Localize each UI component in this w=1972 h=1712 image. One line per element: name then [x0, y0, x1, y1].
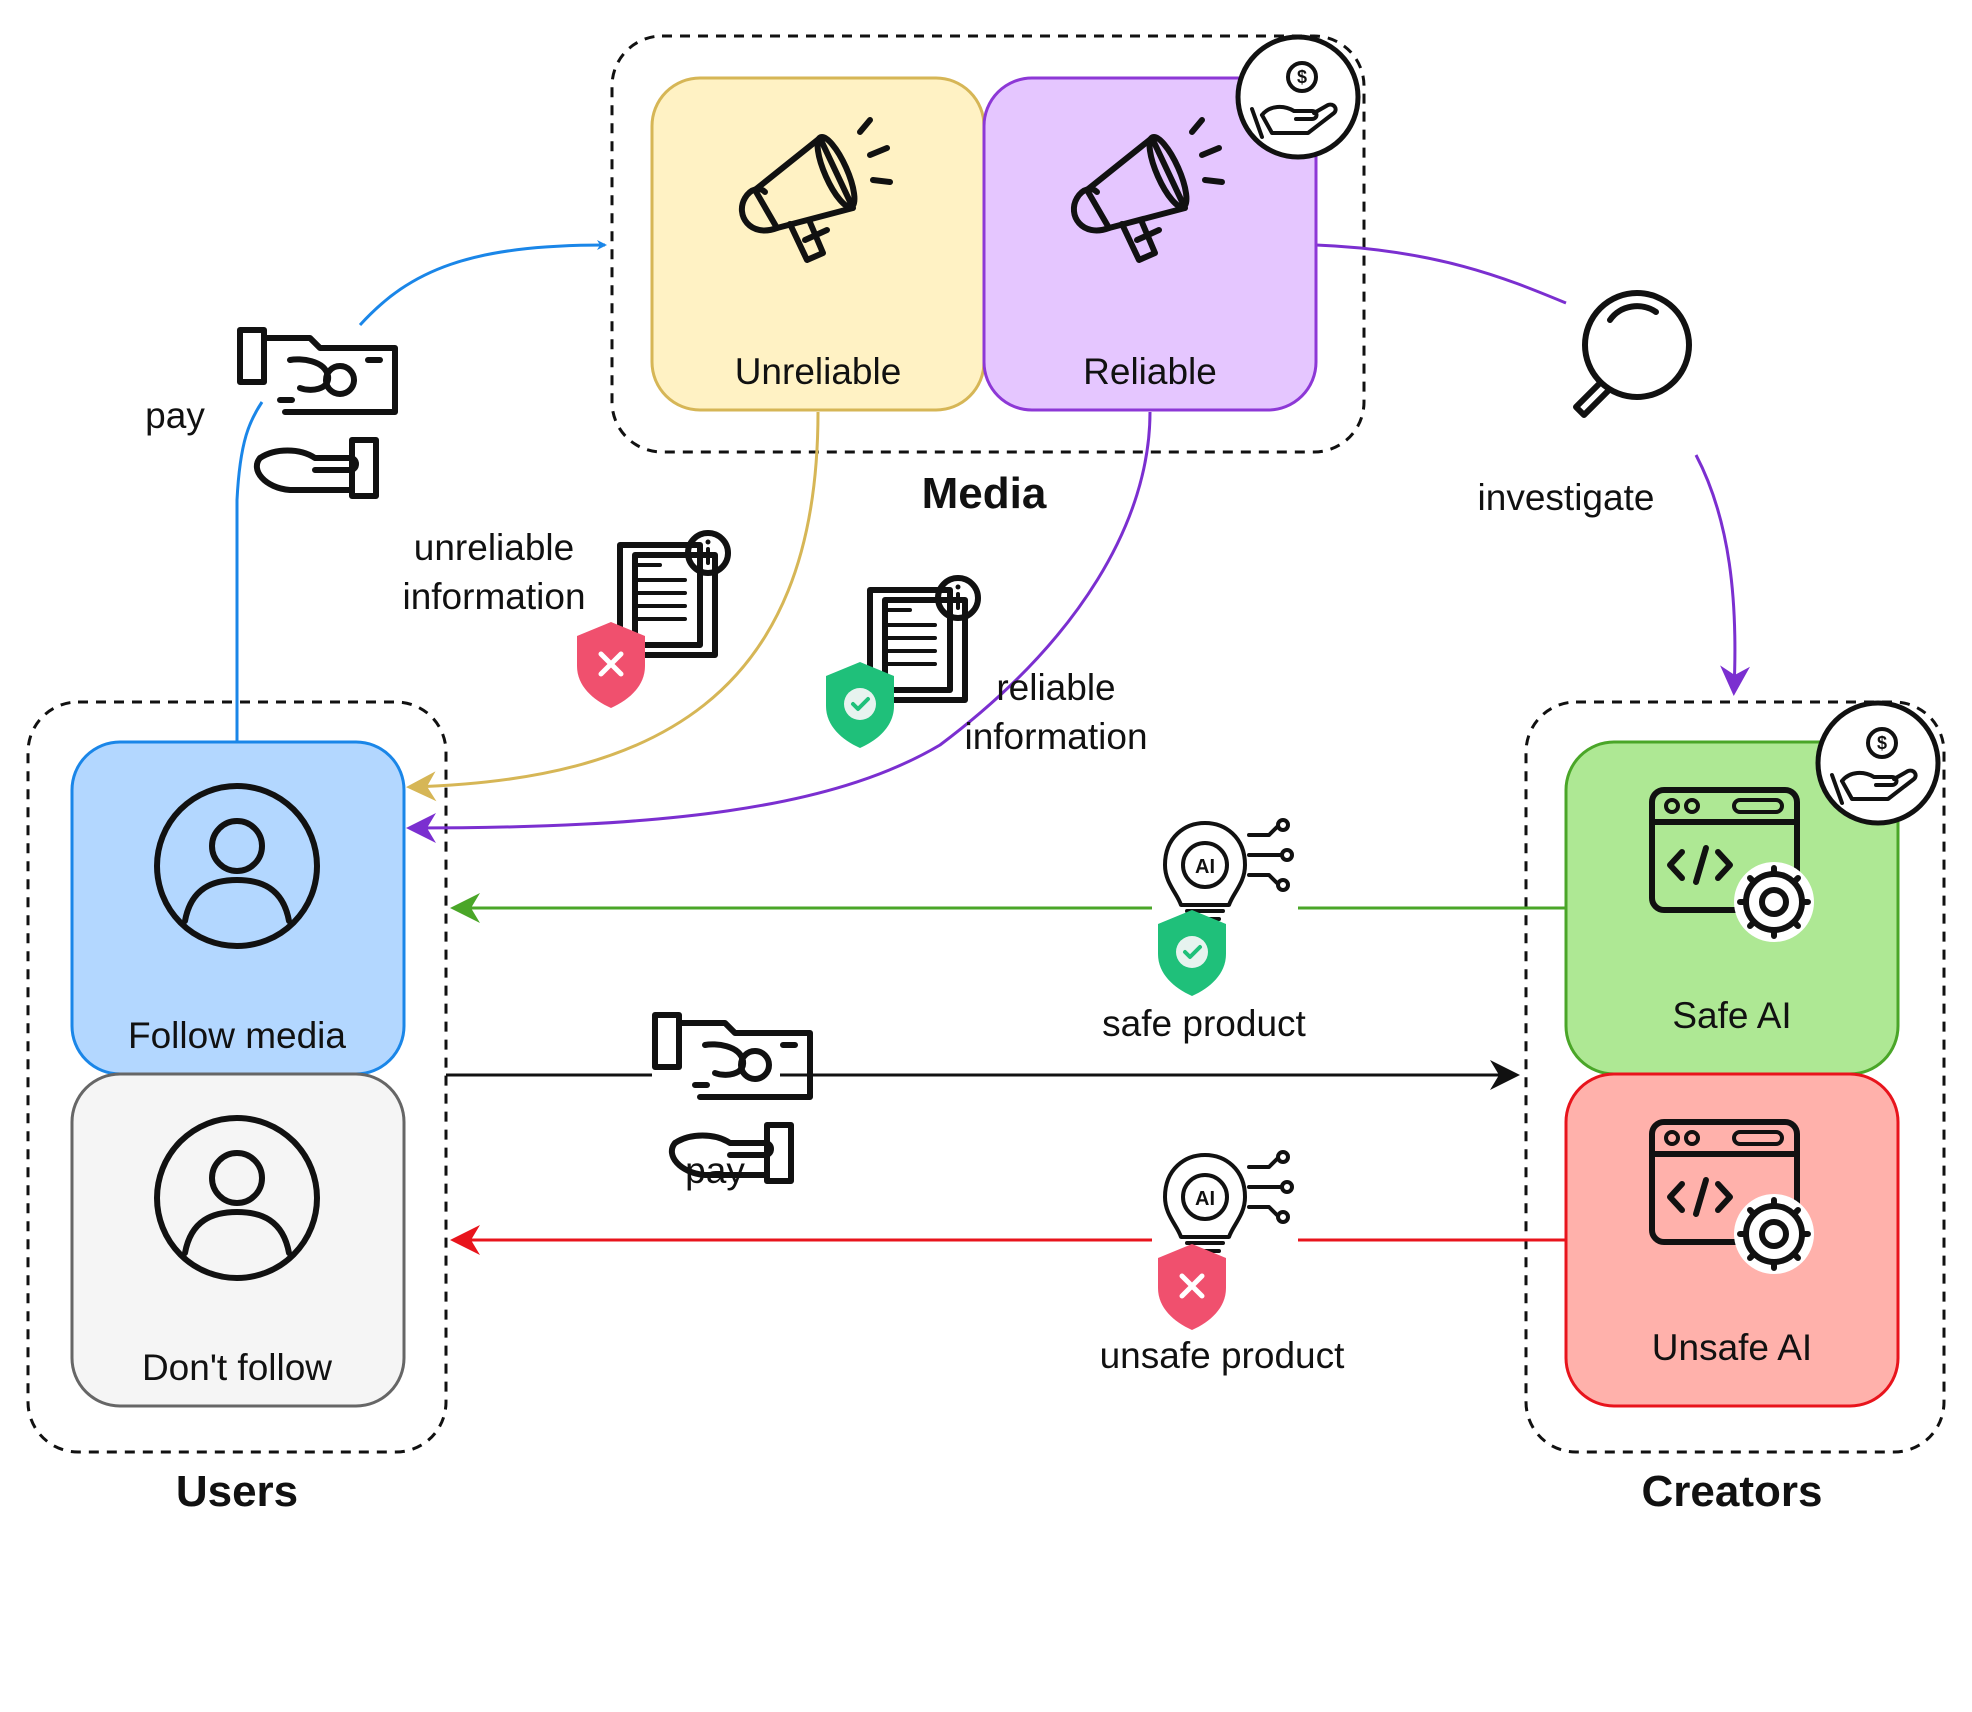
reliable-information-label-line2: information [964, 716, 1147, 757]
shield-check-icon [1156, 908, 1228, 998]
money-hand-icon [240, 330, 395, 496]
node-dont-follow: Don't follow [70, 1072, 406, 1408]
edge-unreliable-information [406, 411, 820, 802]
creators-group-frame [1524, 700, 1946, 1454]
pay-creators-label: pay [685, 1150, 745, 1191]
shield-x-icon [577, 622, 645, 708]
dont-follow-label: Don't follow [142, 1347, 332, 1388]
shield-x-icon [1158, 1244, 1226, 1330]
edge-reliable-information [406, 411, 1152, 843]
edge-investigate [1315, 243, 1735, 690]
reliable-label: Reliable [1083, 351, 1217, 392]
shield-check-icon [824, 660, 896, 750]
node-unreliable: Unreliable [650, 76, 986, 412]
edge-pay-media [235, 245, 605, 742]
unreliable-information-label-line2: information [402, 576, 585, 617]
unreliable-information-label-line1: unreliable [414, 527, 574, 568]
unsafe-product-label: unsafe product [1100, 1335, 1346, 1376]
node-safe-ai: Safe AI [1564, 740, 1900, 1076]
users-group-frame [26, 700, 448, 1454]
magnifier-icon [1573, 290, 1692, 418]
creators-group-title: Creators [1642, 1467, 1823, 1516]
users-group-title: Users [176, 1467, 298, 1516]
media-group-title: Media [922, 469, 1047, 518]
ai-lightbulb-icon [1163, 818, 1294, 929]
ai-lightbulb-icon [1163, 1150, 1294, 1261]
node-unsafe-ai: Unsafe AI [1564, 1072, 1900, 1408]
node-reliable: Reliable [982, 76, 1318, 412]
funding-badge-icon [1238, 37, 1358, 157]
reliable-information-label-line1: reliable [996, 667, 1115, 708]
unreliable-label: Unreliable [735, 351, 902, 392]
safe-product-label: safe product [1102, 1003, 1306, 1044]
investigate-label: investigate [1478, 477, 1655, 518]
safe-ai-label: Safe AI [1672, 995, 1791, 1036]
media-group-frame [610, 34, 1366, 454]
node-follow-media: Follow media [70, 740, 406, 1076]
funding-badge-icon [1818, 703, 1938, 823]
unsafe-ai-label: Unsafe AI [1652, 1327, 1812, 1368]
follow-media-label: Follow media [128, 1015, 346, 1056]
pay-media-label: pay [145, 395, 205, 436]
